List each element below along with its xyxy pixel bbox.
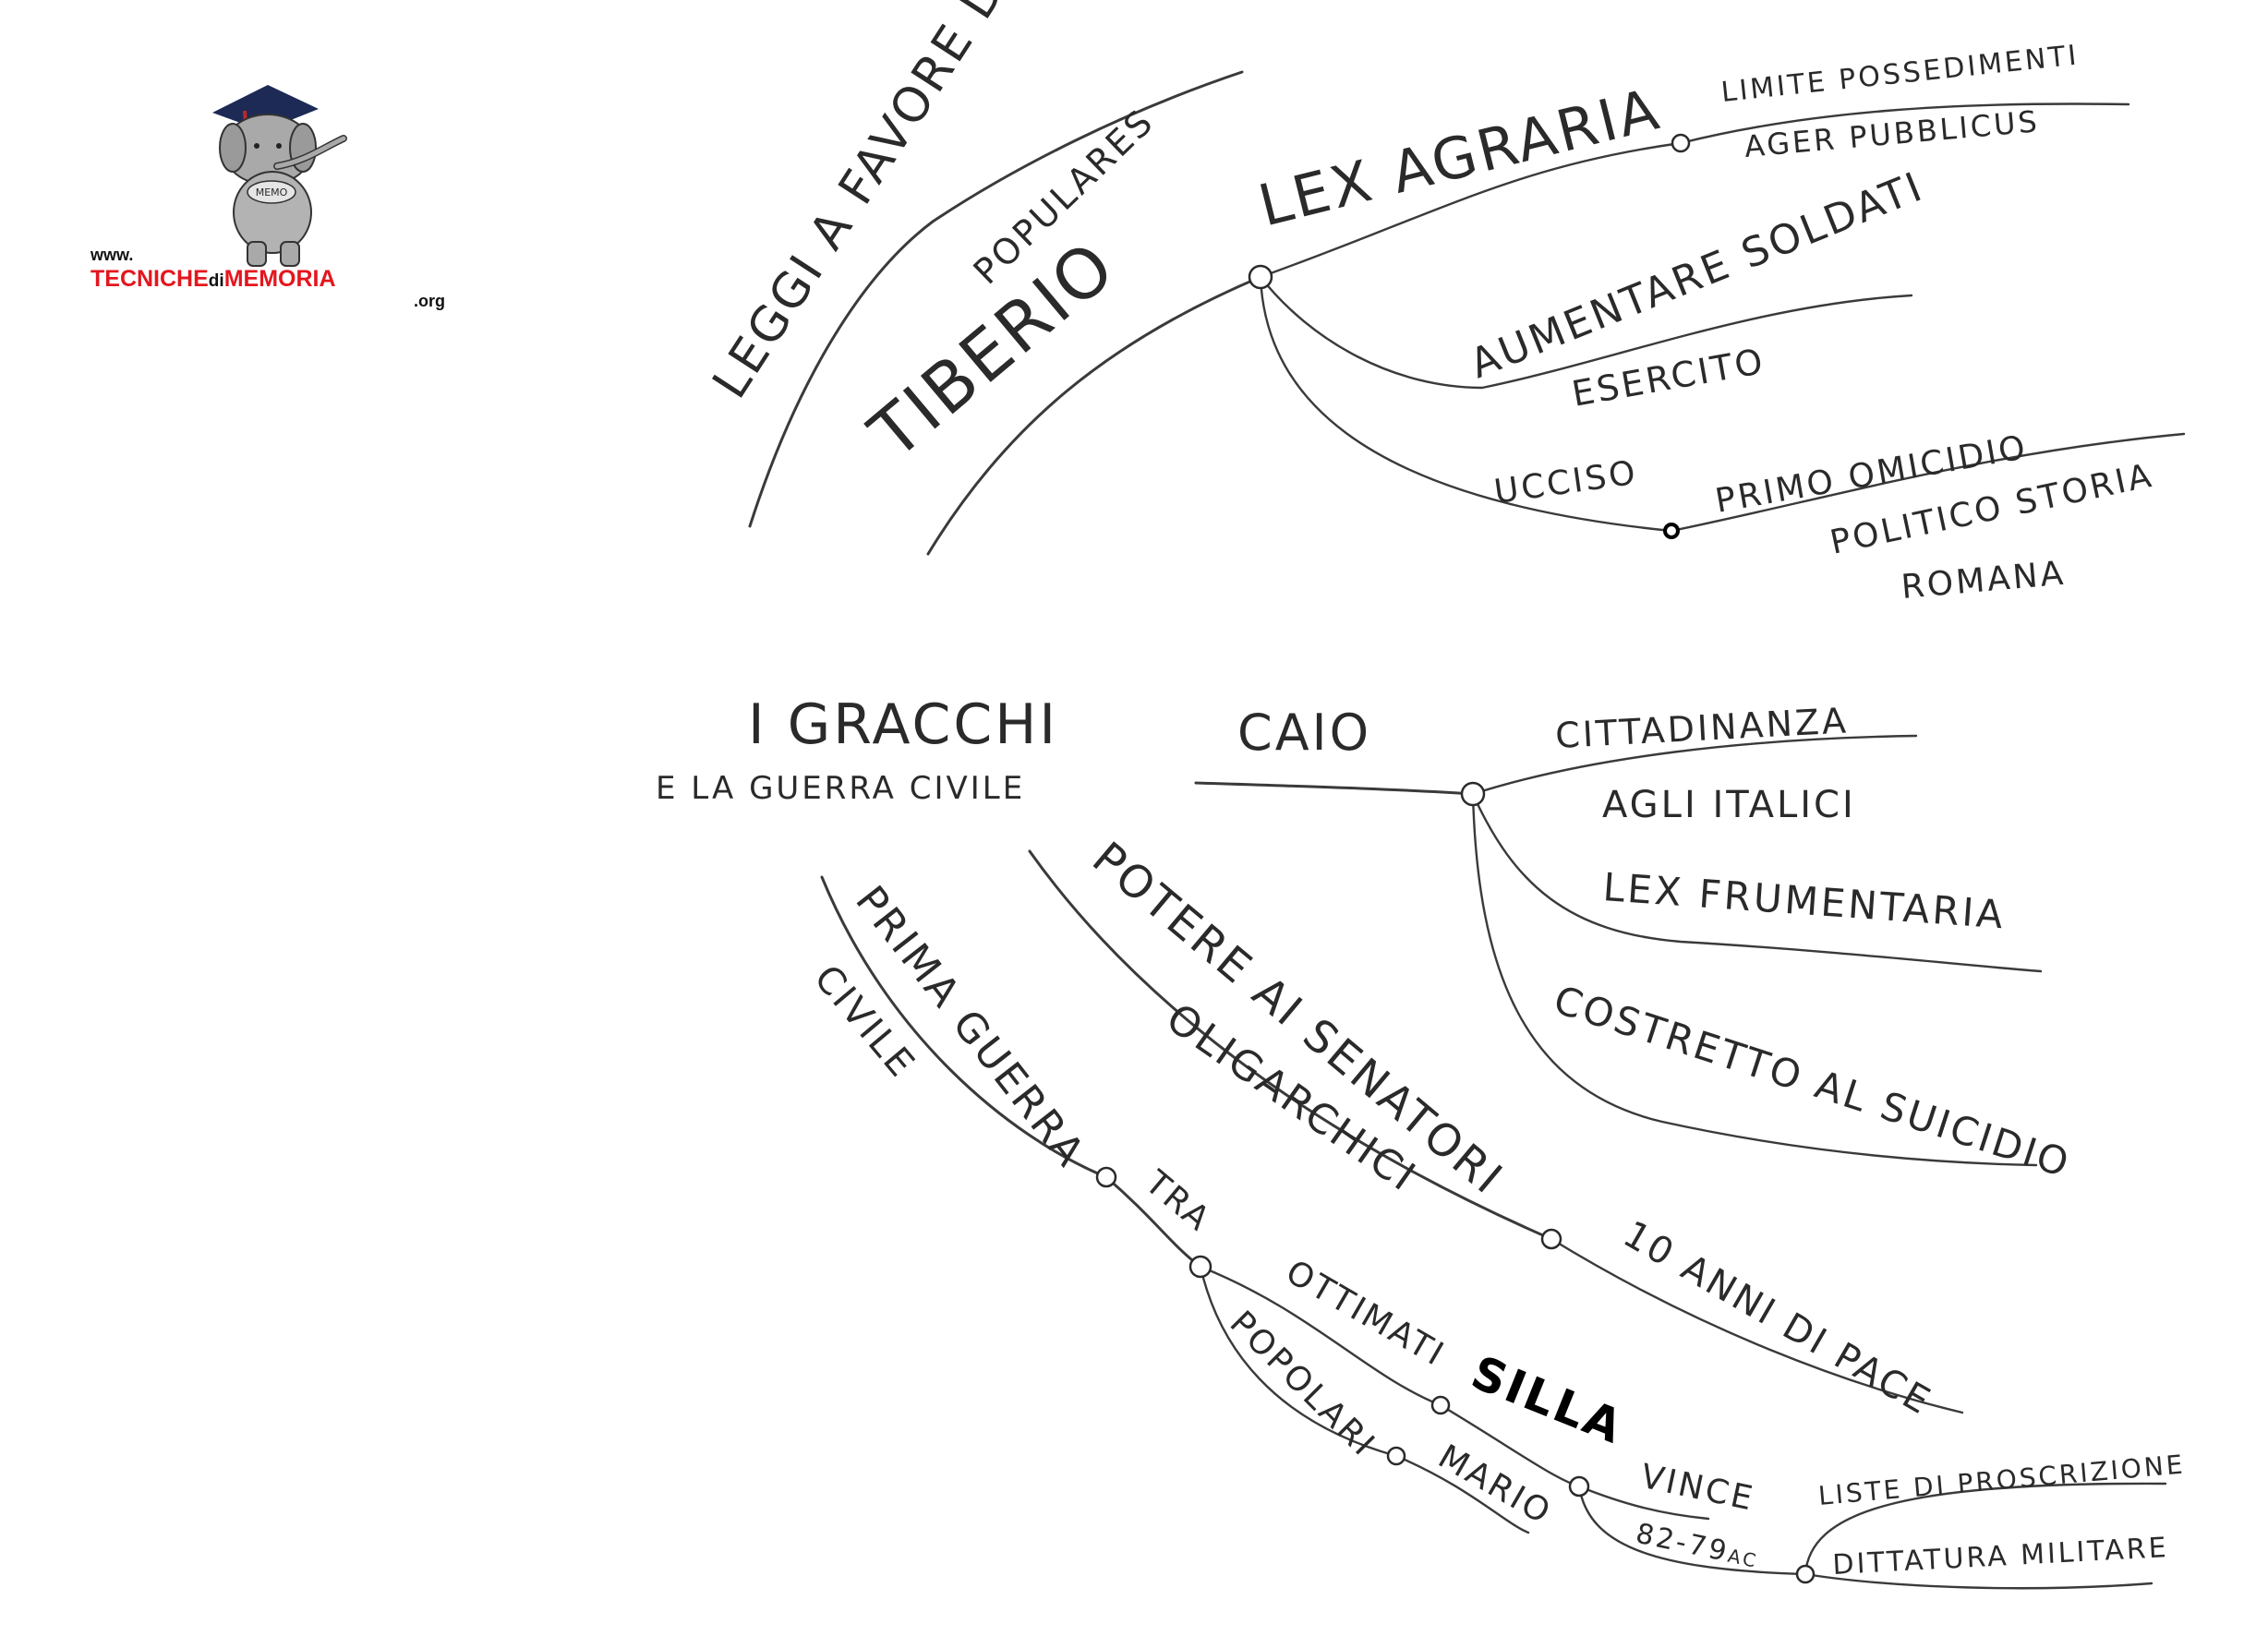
guerra-node — [1095, 1166, 1117, 1188]
branch-dittatura-line — [1804, 1572, 2153, 1590]
ucciso-label: UCCISO — [1492, 454, 1641, 511]
branch-aumentare-line — [1259, 275, 1913, 390]
liste-label: LISTE DI PROSCRIZIONE — [1817, 1449, 2187, 1511]
ager-label: AGER PUBBLICUS — [1743, 103, 2041, 164]
logo-brand-part3: MEMORIA — [224, 266, 336, 292]
ucciso-node — [1663, 523, 1680, 539]
lex-frumentaria-label: LEX FRUMENTARIA — [1601, 864, 2007, 937]
logo-suffix: .org — [414, 292, 445, 310]
branch-lex-agraria-line — [1259, 141, 1683, 279]
branch-dates-line — [1577, 1485, 1807, 1576]
branch-cittadinanza-line — [1471, 734, 1918, 796]
date-years: 82-79 — [1633, 1518, 1731, 1569]
caio-label: CAIO — [1237, 704, 1371, 762]
esercito-label: ESERCITO — [1569, 341, 1768, 415]
tra-node — [1188, 1255, 1212, 1279]
branch-pace-line — [1550, 1237, 1964, 1414]
branch-lines — [748, 70, 2186, 1590]
logo-brand-part2: di — [209, 271, 224, 291]
lex-agraria-node — [1671, 133, 1691, 153]
romana-label: ROMANA — [1900, 555, 2067, 607]
potere-node — [1540, 1228, 1562, 1250]
limite-label: LIMITE POSSEDIMENTI — [1719, 39, 2081, 108]
branch-leggi-line — [748, 70, 1244, 528]
popolari-node — [1386, 1446, 1406, 1466]
branch-potere-line — [1028, 849, 1553, 1241]
logo-prefix: www. — [90, 246, 133, 264]
silla-label: SILLA — [1465, 1345, 1632, 1454]
ottimati-node — [1430, 1395, 1451, 1415]
branch-liste-line — [1804, 1482, 2167, 1576]
branch-lex-frumentaria-line — [1471, 792, 2043, 973]
silla-node — [1568, 1475, 1590, 1498]
site-logo[interactable]: MEMO www. TECNICHEdiMEMORIA .org — [90, 85, 445, 310]
branch-vince-line — [1577, 1485, 1710, 1521]
potere-label: POTERE AI SENATORI — [1082, 832, 1514, 1205]
branch-caio-line — [1194, 781, 1475, 796]
mascot-badge-text: MEMO — [256, 186, 288, 198]
branch-guerra-line — [820, 875, 1108, 1179]
dittatura-label: DITTATURA MILITARE — [1832, 1532, 2170, 1582]
branch-tra-line — [1104, 1175, 1202, 1269]
branch-popolari-line — [1199, 1265, 1530, 1534]
central-title: I GRACCHI — [748, 692, 1058, 757]
caio-node — [1460, 781, 1486, 807]
branch-nodes — [1095, 133, 1816, 1584]
branch-tiberio-line — [926, 275, 1262, 556]
costretto-label: COSTRETTO AL SUICIDIO — [1549, 977, 2077, 1186]
agli-italici-label: AGLI ITALICI — [1602, 784, 1856, 826]
logo-brand-part1: TECNICHE — [90, 266, 209, 292]
cittadinanza-label: CITTADINANZA — [1554, 700, 1850, 756]
elephant-mascot-icon: MEMO — [212, 85, 347, 267]
date-ac: AC — [1726, 1545, 1761, 1572]
branch-costretto-line — [1471, 792, 2038, 1167]
mario-label: MARIO — [1432, 1437, 1559, 1533]
central-subtitle: E LA GUERRA CIVILE — [656, 770, 1025, 807]
ottimati-label: OTTIMATI — [1280, 1253, 1453, 1374]
tra-label: TRA — [1137, 1163, 1218, 1240]
dittatura-node — [1795, 1564, 1816, 1584]
pace-label: 10 ANNI DI PACE — [1616, 1213, 1939, 1424]
tiberio-node — [1248, 264, 1273, 290]
branch-ager-line — [1679, 102, 2130, 145]
branch-ottimati-line — [1199, 1265, 1581, 1488]
logo-wordmark: TECNICHEdiMEMORIA — [90, 266, 336, 292]
